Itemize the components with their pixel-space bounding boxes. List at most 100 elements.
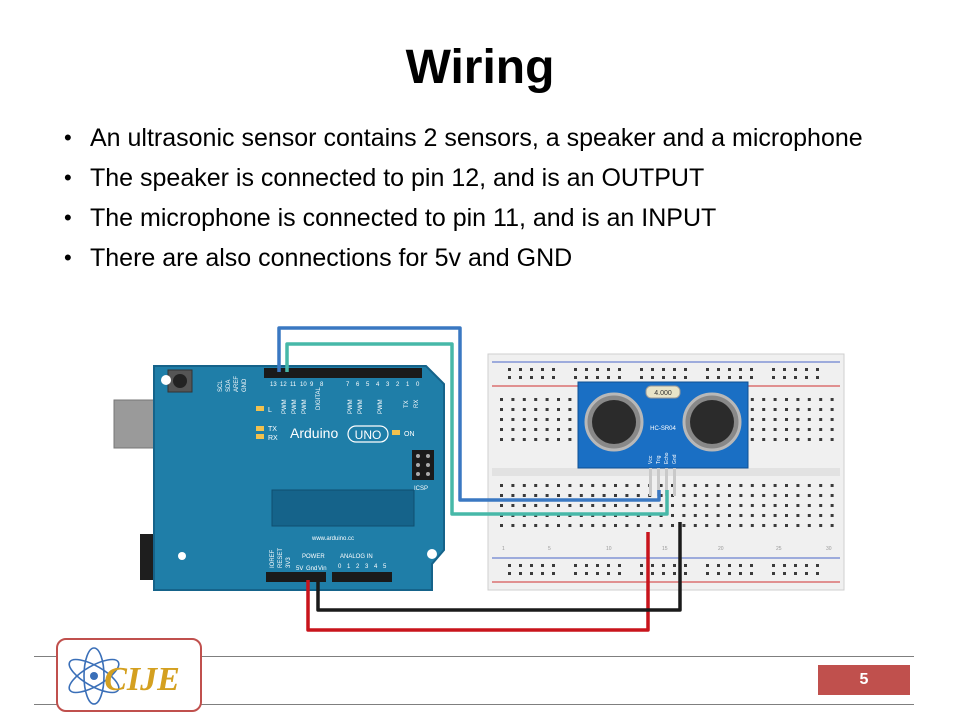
- svg-text:2: 2: [396, 382, 400, 388]
- breadboard-hole: [585, 572, 588, 575]
- breadboard-hole: [750, 572, 753, 575]
- breadboard-hole: [651, 564, 654, 567]
- breadboard-hole: [816, 572, 819, 575]
- breadboard-hole: [511, 418, 515, 421]
- svg-text:0: 0: [338, 564, 342, 570]
- breadboard-hole: [659, 494, 663, 497]
- bullet-item: There are also connections for 5v and GN…: [64, 238, 904, 278]
- breadboard-hole: [640, 564, 643, 567]
- breadboard-hole: [783, 368, 786, 371]
- svg-text:DIGITAL: DIGITAL: [316, 386, 322, 410]
- breadboard-hole: [500, 524, 503, 527]
- breadboard-hole: [545, 504, 549, 507]
- breadboard-hole: [706, 376, 709, 379]
- breadboard-hole: [591, 524, 595, 527]
- breadboard-hole: [574, 376, 577, 379]
- breadboard-hole: [705, 484, 709, 487]
- breadboard-hole: [545, 398, 549, 401]
- breadboard-hole: [557, 438, 560, 441]
- svg-text:2: 2: [356, 564, 360, 570]
- breadboard-hole: [728, 524, 731, 527]
- breadboard-hole: [596, 376, 599, 379]
- breadboard-hole: [579, 484, 583, 487]
- breadboard-hole: [585, 368, 588, 371]
- breadboard-hole: [530, 376, 533, 379]
- breadboard-hole: [522, 418, 526, 421]
- svg-text:3: 3: [386, 382, 390, 388]
- breadboard-hole: [511, 494, 515, 497]
- wires: [277, 326, 682, 632]
- breadboard-hole: [579, 494, 583, 497]
- breadboard-hole: [511, 438, 515, 441]
- breadboard-hole: [805, 368, 808, 371]
- svg-text:IOREF: IOREF: [270, 549, 276, 568]
- page-number: 5: [818, 665, 910, 695]
- breadboard-hole: [785, 418, 788, 421]
- breadboard-hole: [673, 376, 676, 379]
- breadboard-hole: [830, 494, 834, 497]
- breadboard-hole: [796, 408, 800, 411]
- breadboard-hole: [796, 398, 800, 401]
- breadboard-hole: [682, 514, 686, 517]
- breadboard-hole: [762, 494, 766, 497]
- breadboard-hole: [625, 494, 629, 497]
- breadboard-hole: [728, 504, 731, 507]
- breadboard-hole: [728, 494, 731, 497]
- svg-text:GND: GND: [242, 378, 248, 392]
- breadboard-hole: [805, 376, 808, 379]
- ultrasonic-sensor: 4.000 HC-SR04 Vcc Trig Echo Gnd: [577, 381, 749, 496]
- breadboard-hole: [522, 484, 526, 487]
- breadboard-hole: [682, 524, 686, 527]
- breadboard-hole: [671, 484, 674, 487]
- breadboard-hole: [574, 368, 577, 371]
- breadboard-hole: [602, 484, 606, 487]
- breadboard-hole: [750, 408, 754, 411]
- breadboard-hole: [500, 398, 503, 401]
- breadboard-hole: [807, 428, 811, 431]
- breadboard-hole: [728, 368, 731, 371]
- breadboard-hole: [557, 504, 560, 507]
- breadboard-hole: [534, 524, 538, 527]
- breadboard-hole: [830, 514, 834, 517]
- breadboard-hole: [522, 524, 526, 527]
- svg-text:PWM: PWM: [348, 399, 354, 414]
- breadboard-hole: [772, 564, 775, 567]
- breadboard-hole: [762, 504, 766, 507]
- breadboard-hole: [568, 494, 572, 497]
- breadboard-hole: [693, 514, 697, 517]
- svg-text:6: 6: [356, 382, 360, 388]
- breadboard-hole: [541, 572, 544, 575]
- breadboard-hole: [508, 376, 511, 379]
- svg-text:13: 13: [270, 382, 277, 388]
- breadboard-hole: [596, 368, 599, 371]
- breadboard-hole: [651, 368, 654, 371]
- breadboard-hole: [602, 494, 606, 497]
- breadboard-hole: [819, 484, 823, 487]
- breadboard-hole: [534, 504, 538, 507]
- breadboard-hole: [500, 418, 503, 421]
- breadboard-hole: [796, 418, 800, 421]
- breadboard-hole: [750, 504, 754, 507]
- breadboard-hole: [717, 376, 720, 379]
- svg-text:TX: TX: [404, 400, 410, 408]
- breadboard-hole: [500, 484, 503, 487]
- breadboard-hole: [591, 494, 595, 497]
- breadboard-hole: [673, 368, 676, 371]
- breadboard-hole: [648, 504, 652, 507]
- breadboard-hole: [750, 514, 754, 517]
- breadboard-hole: [574, 572, 577, 575]
- breadboard-hole: [739, 368, 742, 371]
- breadboard-hole: [716, 504, 720, 507]
- breadboard-hole: [671, 494, 674, 497]
- breadboard-hole: [625, 504, 629, 507]
- breadboard-hole: [739, 514, 743, 517]
- board-body: [153, 365, 445, 591]
- breadboard-hole: [819, 524, 823, 527]
- breadboard-hole: [682, 504, 686, 507]
- breadboard-hole: [706, 564, 709, 567]
- led-label-rx: RX: [268, 435, 278, 442]
- svg-text:SDA: SDA: [226, 380, 232, 392]
- breadboard-hole: [785, 504, 788, 507]
- power-label: POWER: [302, 554, 325, 560]
- digital-header-right: [340, 368, 422, 378]
